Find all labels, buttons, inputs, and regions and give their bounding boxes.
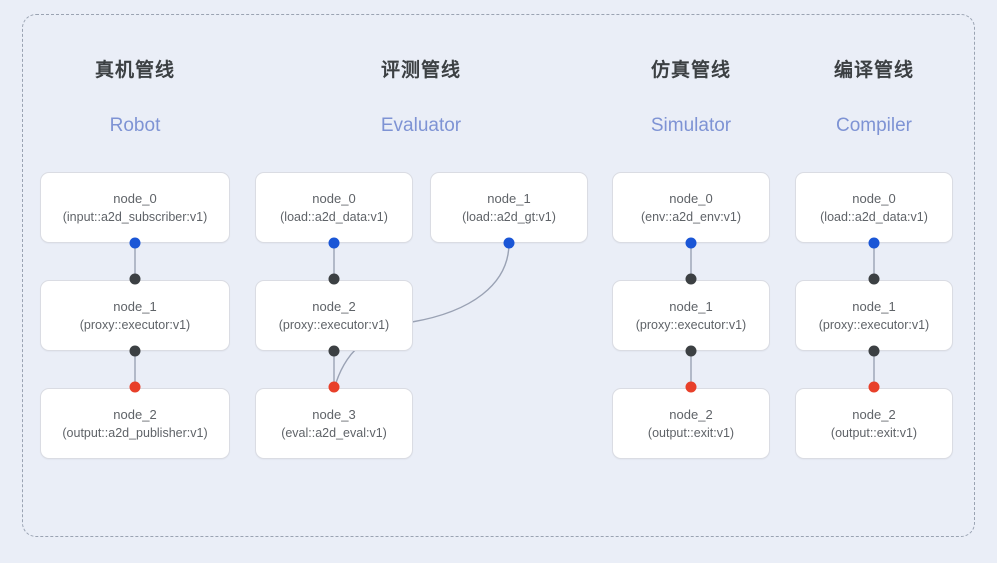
column-title-en-simulator: Simulator bbox=[650, 115, 732, 136]
node-detail: (load::a2d_data:v1) bbox=[280, 209, 388, 224]
node-detail: (proxy::executor:v1) bbox=[79, 317, 191, 332]
node-name: node_2 bbox=[113, 406, 157, 422]
port-output-evaluator-2[interactable] bbox=[328, 345, 340, 357]
node-card-evaluator-2[interactable]: node_2 (proxy::executor:v1) bbox=[255, 280, 413, 351]
node-card-robot-2[interactable]: node_2 (output::a2d_publisher:v1) bbox=[40, 388, 230, 459]
node-name: node_1 bbox=[852, 298, 896, 314]
node-detail: (proxy::executor:v1) bbox=[818, 317, 930, 332]
port-input-simulator-2[interactable] bbox=[685, 381, 697, 393]
port-output-robot-1[interactable] bbox=[129, 345, 141, 357]
node-name: node_0 bbox=[852, 190, 896, 206]
node-card-compiler-2[interactable]: node_2 (output::exit:v1) bbox=[795, 388, 953, 459]
node-name: node_2 bbox=[852, 406, 896, 422]
node-detail: (proxy::executor:v1) bbox=[635, 317, 747, 332]
port-output-robot-0[interactable] bbox=[129, 237, 141, 249]
node-card-robot-0[interactable]: node_0 (input::a2d_subscriber:v1) bbox=[40, 172, 230, 243]
node-card-evaluator-1[interactable]: node_1 (load::a2d_gt:v1) bbox=[430, 172, 588, 243]
node-card-simulator-0[interactable]: node_0 (env::a2d_env:v1) bbox=[612, 172, 770, 243]
column-header-compiler: 编译管线 Compiler bbox=[764, 60, 984, 137]
node-card-simulator-1[interactable]: node_1 (proxy::executor:v1) bbox=[612, 280, 770, 351]
node-name: node_0 bbox=[312, 190, 356, 206]
node-detail: (output::exit:v1) bbox=[647, 425, 735, 440]
node-name: node_0 bbox=[113, 190, 157, 206]
port-output-compiler-0[interactable] bbox=[868, 237, 880, 249]
node-card-evaluator-0[interactable]: node_0 (load::a2d_data:v1) bbox=[255, 172, 413, 243]
port-output-simulator-0[interactable] bbox=[685, 237, 697, 249]
column-header-robot: 真机管线 Robot bbox=[25, 60, 245, 137]
node-card-compiler-1[interactable]: node_1 (proxy::executor:v1) bbox=[795, 280, 953, 351]
node-detail: (output::a2d_publisher:v1) bbox=[62, 425, 208, 440]
column-header-simulator: 仿真管线 Simulator bbox=[581, 60, 801, 137]
node-detail: (eval::a2d_eval:v1) bbox=[281, 425, 387, 440]
node-name: node_3 bbox=[312, 406, 356, 422]
port-input-compiler-2[interactable] bbox=[868, 381, 880, 393]
node-name: node_0 bbox=[669, 190, 713, 206]
node-name: node_1 bbox=[487, 190, 531, 206]
node-detail: (load::a2d_data:v1) bbox=[820, 209, 928, 224]
node-name: node_1 bbox=[669, 298, 713, 314]
node-name: node_1 bbox=[113, 298, 157, 314]
node-card-evaluator-3[interactable]: node_3 (eval::a2d_eval:v1) bbox=[255, 388, 413, 459]
column-title-cn-evaluator: 评测管线 bbox=[380, 60, 461, 81]
node-name: node_2 bbox=[312, 298, 356, 314]
column-title-en-robot: Robot bbox=[109, 115, 161, 136]
port-output-evaluator-0[interactable] bbox=[328, 237, 340, 249]
port-input-evaluator-3[interactable] bbox=[328, 381, 340, 393]
node-detail: (load::a2d_gt:v1) bbox=[462, 209, 556, 224]
node-detail: (env::a2d_env:v1) bbox=[640, 209, 742, 224]
port-input-simulator-1[interactable] bbox=[685, 273, 697, 285]
node-detail: (output::exit:v1) bbox=[830, 425, 918, 440]
port-output-evaluator-1[interactable] bbox=[503, 237, 515, 249]
node-name: node_2 bbox=[669, 406, 713, 422]
node-detail: (proxy::executor:v1) bbox=[278, 317, 390, 332]
column-header-evaluator: 评测管线 Evaluator bbox=[311, 60, 531, 137]
column-title-en-evaluator: Evaluator bbox=[380, 115, 462, 136]
port-output-simulator-1[interactable] bbox=[685, 345, 697, 357]
node-card-robot-1[interactable]: node_1 (proxy::executor:v1) bbox=[40, 280, 230, 351]
node-detail: (input::a2d_subscriber:v1) bbox=[62, 209, 208, 224]
column-title-cn-robot: 真机管线 bbox=[94, 60, 175, 81]
node-card-compiler-0[interactable]: node_0 (load::a2d_data:v1) bbox=[795, 172, 953, 243]
node-card-simulator-2[interactable]: node_2 (output::exit:v1) bbox=[612, 388, 770, 459]
column-title-cn-compiler: 编译管线 bbox=[833, 60, 914, 81]
column-title-en-compiler: Compiler bbox=[835, 115, 913, 136]
port-input-evaluator-2[interactable] bbox=[328, 273, 340, 285]
port-output-compiler-1[interactable] bbox=[868, 345, 880, 357]
port-input-compiler-1[interactable] bbox=[868, 273, 880, 285]
diagram-dashed-frame bbox=[22, 14, 975, 537]
port-input-robot-1[interactable] bbox=[129, 273, 141, 285]
port-input-robot-2[interactable] bbox=[129, 381, 141, 393]
column-title-cn-simulator: 仿真管线 bbox=[650, 60, 731, 81]
